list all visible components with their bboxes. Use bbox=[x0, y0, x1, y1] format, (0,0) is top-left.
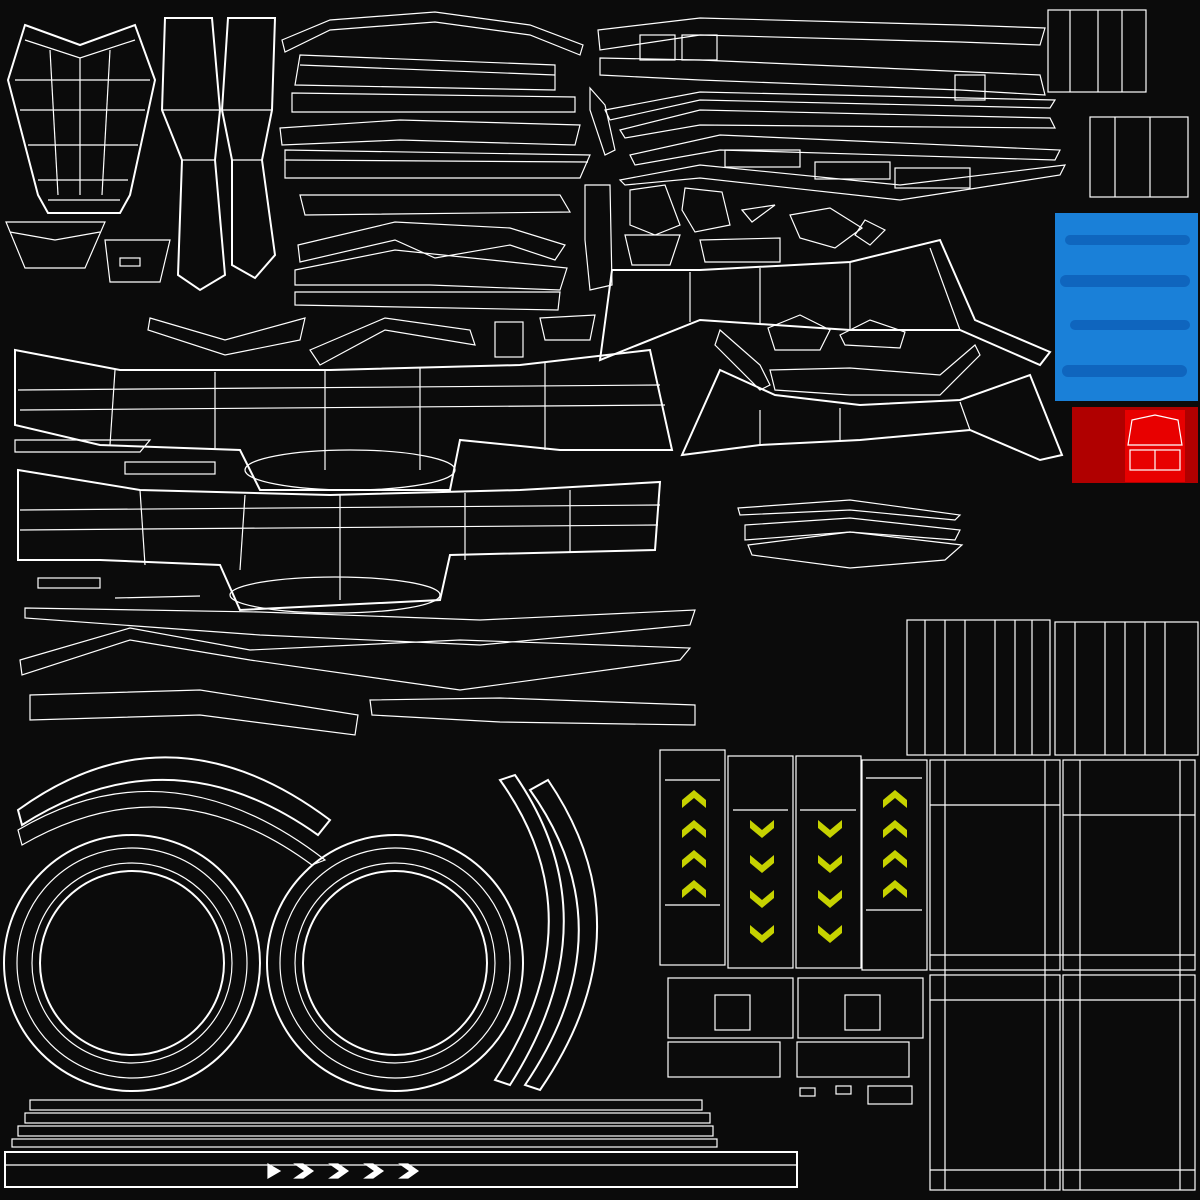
uv-island-right-bands bbox=[598, 238, 1064, 569]
uv-island-rings bbox=[3, 756, 599, 1092]
uv-island-top-right-panels bbox=[1047, 9, 1189, 198]
uv-island-shield bbox=[5, 23, 171, 283]
red-swatch-wire bbox=[1127, 414, 1183, 471]
uv-island-chevron-panels bbox=[659, 749, 928, 1105]
uv-island-main-bands bbox=[14, 314, 696, 736]
blue-swatch-streaks bbox=[1060, 235, 1190, 377]
uv-island-tall bbox=[160, 17, 277, 292]
red-swatch-inner bbox=[1125, 410, 1185, 482]
chevron-right-icons bbox=[267, 1162, 420, 1180]
uv-island-bottom-strips bbox=[4, 1099, 798, 1188]
uv-island-strips-top bbox=[279, 11, 591, 311]
uv-island-strips-right bbox=[584, 17, 1067, 291]
chevron-icons bbox=[682, 790, 907, 943]
uv-island-grid-panels bbox=[906, 619, 1199, 1191]
